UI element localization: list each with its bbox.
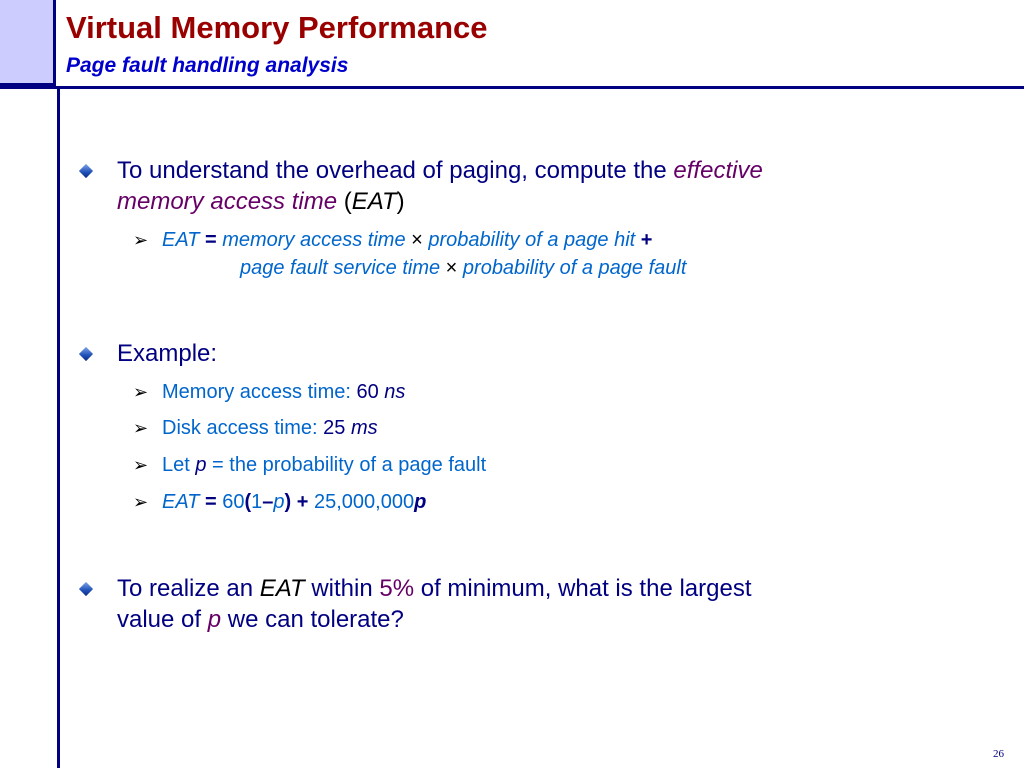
bullet-3-line-1: To realize an EAT within 5% of minimum, …	[117, 573, 752, 604]
plus: +	[635, 229, 653, 251]
times: ×	[440, 257, 463, 279]
times: ×	[405, 229, 429, 251]
plus: +	[291, 491, 314, 513]
emphasis: memory access time	[117, 188, 338, 215]
arrow-icon: ➢	[133, 492, 149, 512]
text: we can tolerate?	[221, 606, 404, 633]
paren: (	[244, 491, 252, 513]
text: To realize an	[117, 575, 260, 602]
text: (	[337, 188, 352, 215]
value: 25	[323, 417, 351, 439]
term: memory access time	[222, 229, 406, 251]
arrow-icon: ➢	[133, 382, 149, 402]
label: Disk access time:	[162, 417, 324, 439]
bullet-diamond-icon	[78, 346, 94, 362]
text: value of	[117, 606, 208, 633]
value: 25,000,000	[313, 491, 415, 513]
bullet-2: Example:	[117, 340, 218, 367]
variable: p	[207, 606, 222, 633]
paren: )	[284, 491, 292, 513]
term: probability of a page hit	[428, 229, 636, 251]
text: of minimum, what is the largest	[414, 575, 752, 602]
unit: ns	[384, 381, 406, 403]
example-let-p: Let p = the probability of a page fault	[162, 451, 486, 479]
bullet-diamond-icon	[78, 163, 94, 179]
bullet-diamond-icon	[78, 581, 94, 597]
slide-title: Virtual Memory Performance	[66, 10, 488, 45]
text: Let	[162, 454, 196, 476]
bullet-1-line-1: To understand the overhead of paging, co…	[117, 155, 763, 186]
term: page fault service time	[240, 257, 441, 279]
arrow-icon: ➢	[133, 455, 149, 475]
slide-number: 26	[993, 748, 1004, 760]
equals: =	[199, 491, 223, 513]
text: To understand the overhead of paging, co…	[117, 157, 674, 184]
arrow-icon: ➢	[133, 418, 149, 438]
arrow-icon: ➢	[133, 230, 149, 250]
header-divider	[0, 86, 1024, 89]
eat-term: EAT	[162, 229, 200, 251]
eat-formula-line-1: EAT = memory access time × probability o…	[162, 226, 652, 254]
variable: p	[195, 454, 207, 476]
example-eat-formula: EAT = 60(1–p) + 25,000,000p	[162, 488, 426, 516]
variable: p	[273, 491, 285, 513]
bullet-1-line-2: memory access time (EAT)	[117, 186, 405, 217]
text: = the probability of a page fault	[206, 454, 487, 476]
eat-term: EAT	[351, 188, 397, 215]
text: )	[396, 188, 405, 215]
percent: 5%	[379, 575, 415, 602]
eat-term: EAT	[259, 575, 305, 602]
slide-subtitle: Page fault handling analysis	[66, 54, 349, 77]
left-divider	[57, 86, 60, 768]
value: 1	[251, 491, 263, 513]
example-disk-access: Disk access time: 25 ms	[162, 414, 378, 442]
corner-decoration	[0, 0, 56, 86]
equals: =	[199, 229, 223, 251]
unit: ms	[350, 417, 378, 439]
eat-formula-line-2: page fault service time × probability of…	[240, 254, 686, 282]
minus: –	[262, 491, 274, 513]
term: probability of a page fault	[462, 257, 687, 279]
emphasis: effective	[673, 157, 763, 184]
variable: p	[414, 491, 427, 513]
label: Memory access time:	[162, 381, 357, 403]
bullet-3-line-2: value of p we can tolerate?	[117, 604, 404, 635]
text: within	[304, 575, 380, 602]
example-memory-access: Memory access time: 60 ns	[162, 378, 405, 406]
eat-term: EAT	[162, 491, 200, 513]
value: 60	[356, 381, 385, 403]
value: 60	[222, 491, 245, 513]
